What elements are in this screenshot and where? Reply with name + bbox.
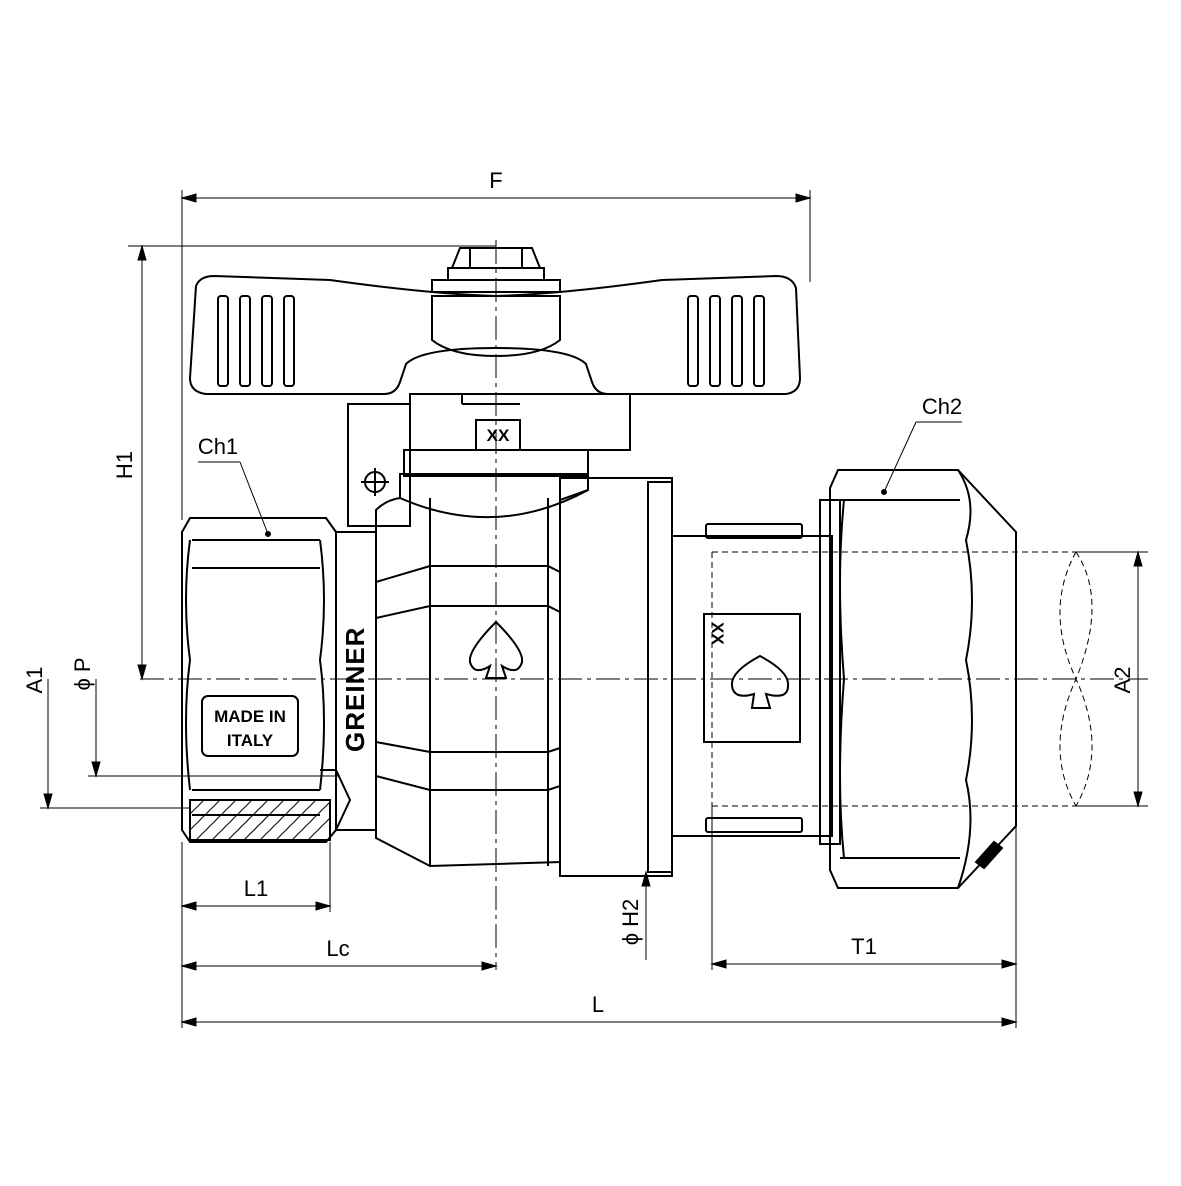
dimension-labels: F H1 Ch1 Ch2 A1 ϕ P A2 ϕ H2 L1 Lc T1 L: [22, 168, 1135, 1017]
dim-H1-label: H1: [112, 451, 137, 479]
valve-body: [335, 473, 673, 877]
center-lines: [140, 240, 1148, 970]
origin-stamp: MADE IN ITALY: [201, 695, 299, 757]
union-tailpiece: XX: [671, 499, 1093, 845]
dim-T1-label: T1: [851, 934, 877, 959]
dimension-lines: [40, 190, 1148, 1028]
spade-logo-union-icon: [730, 654, 790, 709]
dim-Lc-label: Lc: [326, 936, 349, 961]
dim-L-label: L: [592, 992, 604, 1017]
brand-text: GREINER: [340, 627, 370, 752]
dim-Ch1-label: Ch1: [198, 434, 238, 459]
dim-P-label: ϕ P: [70, 657, 95, 690]
size-code-top-text: XX: [487, 426, 510, 445]
union-nut: [829, 469, 1017, 889]
size-code-union-text: XX: [708, 622, 727, 645]
butterfly-handle: [188, 247, 802, 395]
dim-L1-label: L1: [244, 876, 268, 901]
spade-logo-icon: [468, 620, 524, 679]
origin-line2-text: ITALY: [227, 731, 274, 750]
dim-F-label: F: [489, 168, 502, 193]
dim-A2-label: A2: [1110, 667, 1135, 694]
dim-H2-label: ϕ H2: [618, 899, 643, 946]
dim-Ch2-label: Ch2: [922, 394, 962, 419]
left-threaded-end: [181, 517, 352, 843]
origin-line1-text: MADE IN: [214, 707, 286, 726]
dim-A1-label: A1: [22, 667, 47, 694]
valve-stem-bonnet: [347, 393, 631, 527]
size-code-stamp-top: XX: [475, 419, 521, 451]
thread-section-hatch: [189, 799, 331, 841]
